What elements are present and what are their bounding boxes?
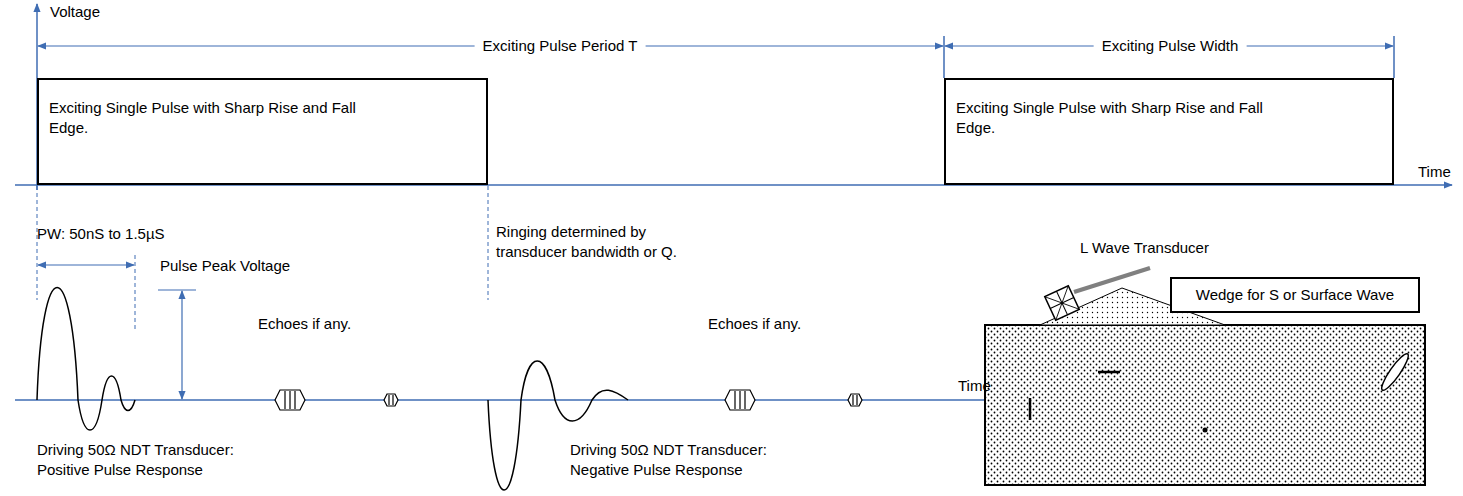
echo-symbols	[744, 391, 745, 409]
echo-symbols	[294, 391, 295, 409]
echo-symbols	[289, 391, 290, 409]
echo-symbols	[848, 394, 862, 406]
axis-label: Time	[958, 376, 991, 396]
dimension-lines	[1393, 36, 1395, 78]
dashed-guides	[135, 255, 136, 330]
echo-symbols	[384, 394, 398, 406]
echo-symbols	[275, 390, 862, 410]
l-wave-transducer	[1045, 286, 1080, 321]
test-specimen	[1098, 371, 1120, 374]
box-text: Wedge for S or Surface Wave	[1180, 285, 1410, 305]
echo-symbols	[275, 390, 305, 410]
wedge-label-box: Wedge for S or Surface Wave	[1170, 277, 1420, 313]
echo-label: Echoes if any.	[708, 314, 801, 334]
dimension-lines	[181, 291, 182, 399]
echo-symbols	[388, 395, 389, 405]
pulse-waveforms	[37, 288, 628, 491]
dimension-lines	[38, 264, 134, 265]
dashed-guides	[37, 186, 38, 300]
dimension-lines	[943, 36, 945, 78]
pulse-width-note: PW: 50nS to 1.5µS	[37, 224, 165, 244]
part-label: L Wave Transducer	[1080, 238, 1209, 258]
test-specimen	[985, 325, 1425, 485]
dimension-label: Exciting Pulse Width	[1094, 36, 1247, 56]
l-wave-transducer	[1074, 268, 1150, 292]
echo-symbols	[734, 391, 735, 409]
echo-symbols	[284, 391, 285, 409]
echo-symbols	[739, 391, 740, 409]
axis-label: Time	[1418, 162, 1451, 182]
l-wave-transducer	[1045, 286, 1080, 321]
dimension-lines	[158, 289, 196, 290]
test-specimen	[985, 325, 1425, 485]
test-specimen	[1029, 398, 1032, 420]
pulse-box: Exciting Single Pulse with Sharp Rise an…	[944, 78, 1394, 185]
dimension-label: Exciting Pulse Period T	[475, 36, 646, 56]
echo-symbols	[725, 390, 755, 410]
echo-label: Echoes if any.	[258, 314, 351, 334]
pulse-waveforms	[37, 288, 135, 431]
echo-symbols	[852, 395, 853, 405]
axis-label: Voltage	[50, 2, 100, 22]
dashed-guides	[488, 186, 489, 300]
box-text: Exciting Single Pulse with Sharp Rise an…	[49, 98, 379, 137]
box-text: Exciting Single Pulse with Sharp Rise an…	[956, 98, 1286, 137]
caption-note: Driving 50Ω NDT Transducer: Negative Pul…	[570, 440, 810, 479]
pulse-box: Exciting Single Pulse with Sharp Rise an…	[37, 78, 488, 185]
l-wave-transducer	[1045, 286, 1080, 321]
caption-note: Driving 50Ω NDT Transducer: Positive Pul…	[37, 440, 277, 479]
test-specimen	[1378, 351, 1411, 393]
echo-symbols	[856, 395, 857, 405]
l-wave-transducer	[1045, 286, 1080, 321]
echo-symbols	[392, 395, 393, 405]
l-wave-transducer	[1045, 268, 1150, 320]
ringing-note: Ringing determined by transducer bandwid…	[496, 222, 706, 261]
test-specimen	[1203, 428, 1208, 433]
dimension-label: Pulse Peak Voltage	[160, 256, 290, 276]
dashed-guides	[37, 186, 488, 330]
